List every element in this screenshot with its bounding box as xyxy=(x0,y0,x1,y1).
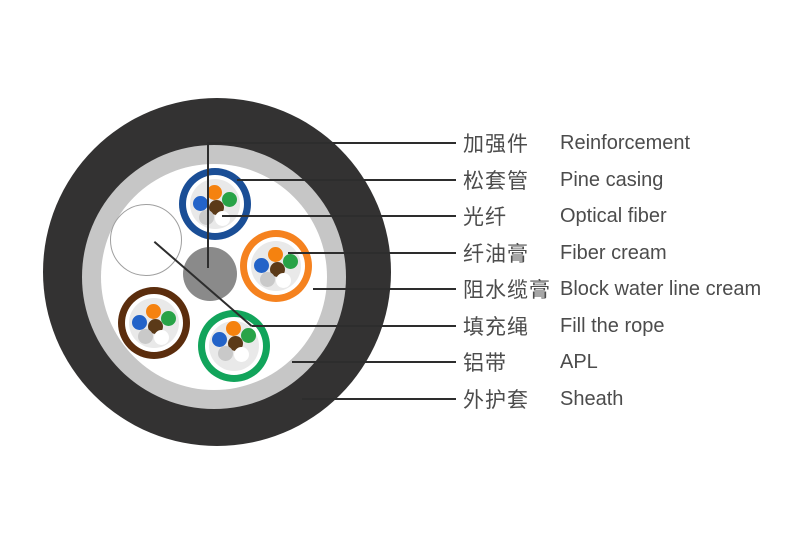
label-row-fill-the-rope: 填充绳 Fill the rope xyxy=(463,313,665,340)
label-zh: 光纤 xyxy=(463,206,507,229)
label-en: Sheath xyxy=(560,387,624,410)
fiber-gray-dot xyxy=(218,346,233,361)
label-row-fiber-cream: 纤油膏 Fiber cream xyxy=(463,240,667,267)
label-row-sheath: 外护套 Sheath xyxy=(463,386,624,413)
label-row-optical-fiber: 光纤 Optical fiber xyxy=(463,203,667,230)
fiber-blue-dot xyxy=(254,258,269,273)
leader-line-block-water-cream xyxy=(313,288,456,290)
label-en: APL xyxy=(560,350,598,373)
fiber-blue-dot xyxy=(132,315,147,330)
label-en: Fiber cream xyxy=(560,241,667,264)
fiber-blue-dot xyxy=(193,196,208,211)
fiber-green-dot xyxy=(241,328,256,343)
label-zh: 松套管 xyxy=(463,170,529,193)
label-row-block-water-cream: 阻水缆膏 Block water line cream xyxy=(463,276,762,303)
fiber-blue-dot xyxy=(212,332,227,347)
fiber-green-dot xyxy=(222,192,237,207)
leader-line-sheath xyxy=(302,398,456,400)
leader-line-reinforcement xyxy=(208,142,456,144)
label-en: Pine casing xyxy=(560,168,664,191)
label-zh: 铝带 xyxy=(463,352,507,375)
fiber-white-dot xyxy=(154,330,169,345)
filler-rope-circle xyxy=(110,204,182,276)
label-en: Fill the rope xyxy=(560,314,665,337)
loose-tube-blue xyxy=(179,168,251,240)
fiber-orange-dot xyxy=(226,321,241,336)
label-en: Optical fiber xyxy=(560,204,667,227)
fiber-green-dot xyxy=(283,254,298,269)
leader-line-fiber-cream xyxy=(288,252,456,254)
fiber-orange-dot xyxy=(207,185,222,200)
leader-line-reinforcement-drop xyxy=(207,142,209,268)
leader-line-apl xyxy=(292,361,456,363)
label-zh: 外护套 xyxy=(463,389,529,412)
label-en: Block water line cream xyxy=(560,277,762,300)
fiber-white-dot xyxy=(234,347,249,362)
leader-line-pine-casing xyxy=(237,179,456,181)
label-row-reinforcement: 加强件 Reinforcement xyxy=(463,130,691,157)
label-row-apl: 铝带 APL xyxy=(463,349,598,376)
label-zh: 加强件 xyxy=(463,133,529,156)
fiber-green-dot xyxy=(161,311,176,326)
label-zh: 纤油膏 xyxy=(463,243,529,266)
leader-line-optical-fiber xyxy=(222,215,456,217)
label-row-pine-casing: 松套管 Pine casing xyxy=(463,167,664,194)
label-zh: 填充绳 xyxy=(463,316,529,339)
loose-tube-orange xyxy=(240,230,312,302)
leader-line-fill-the-rope xyxy=(252,325,456,327)
loose-tube-green xyxy=(198,310,270,382)
fiber-gray-dot xyxy=(138,329,153,344)
fiber-orange-dot xyxy=(146,304,161,319)
fiber-white-dot xyxy=(215,211,230,226)
fiber-white-dot xyxy=(276,273,291,288)
fiber-gray-dot xyxy=(260,272,275,287)
loose-tube-brown xyxy=(118,287,190,359)
fiber-orange-dot xyxy=(268,247,283,262)
label-zh: 阻水缆膏 xyxy=(463,279,551,302)
label-en: Reinforcement xyxy=(560,131,691,154)
fiber-gray-dot xyxy=(199,210,214,225)
